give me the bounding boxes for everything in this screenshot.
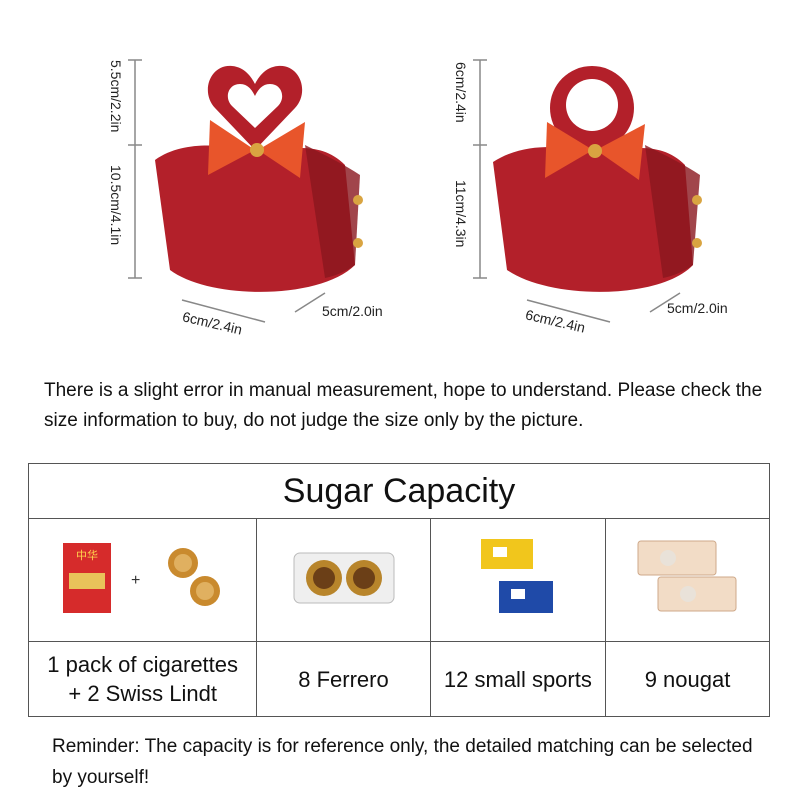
depth-dimension: 5cm/2.0in bbox=[667, 300, 728, 316]
height-dimension: 11cm/4.3in bbox=[453, 180, 469, 248]
handle-dimension: 6cm/2.4in bbox=[453, 62, 469, 123]
measurement-notice: There is a slight error in manual measur… bbox=[44, 380, 763, 431]
round-bag-image bbox=[473, 59, 702, 323]
capacity-table: Sugar Capacity 中华 + bbox=[27, 463, 770, 717]
product-round-bag: 6cm/2.4in 11cm/4.3in 6cm/2.4in 5cm/2.0in bbox=[445, 50, 765, 350]
product-heart-bag: 5.5cm/2.2in 10.5cm/4.1in 6cm/2.4in 5cm/2… bbox=[100, 50, 410, 350]
capacity-item-sports: 12 small sports bbox=[429, 641, 607, 717]
capacity-label: 8 Ferrero bbox=[298, 666, 389, 692]
handle-dimension: 5.5cm/2.2in bbox=[108, 60, 124, 133]
cigarette-pack-text: 中华 bbox=[76, 548, 98, 562]
capacity-item-ferrero: 8 Ferrero bbox=[256, 641, 431, 717]
plus-sign: + bbox=[131, 572, 140, 589]
ferrero-image bbox=[256, 518, 431, 642]
capacity-item-nougat: 9 nougat bbox=[605, 641, 770, 717]
capacity-title: Sugar Capacity bbox=[28, 463, 770, 519]
cigarette-lindt-image: 中华 + bbox=[27, 518, 258, 642]
reminder-text: Reminder: The capacity is for reference … bbox=[52, 736, 753, 788]
capacity-label: + 2 Swiss Lindt bbox=[68, 681, 217, 706]
sports-chocolate-image bbox=[429, 518, 607, 642]
capacity-item-cigarettes: 1 pack of cigarettes + 2 Swiss Lindt bbox=[27, 641, 258, 717]
capacity-label: 9 nougat bbox=[644, 666, 731, 692]
depth-dimension: 5cm/2.0in bbox=[322, 303, 383, 319]
heart-bag-image bbox=[128, 59, 363, 323]
nougat-image bbox=[605, 518, 770, 642]
capacity-label: 12 small sports bbox=[443, 666, 592, 692]
height-dimension: 10.5cm/4.1in bbox=[108, 165, 124, 246]
capacity-label: 1 pack of cigarettes bbox=[47, 652, 239, 677]
